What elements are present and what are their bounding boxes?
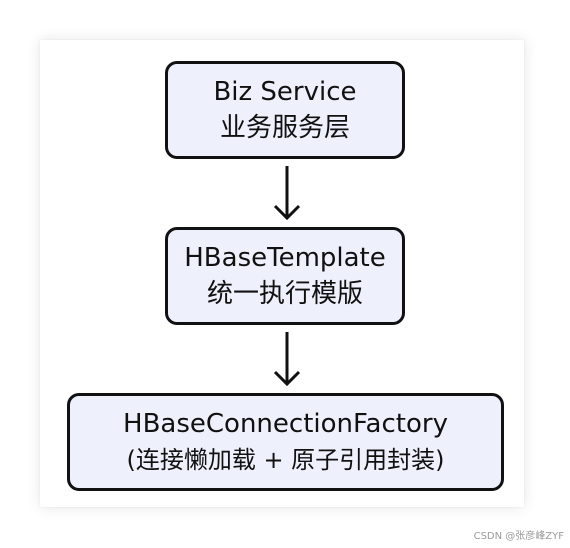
hbase-template-subtitle: 统一执行模版 xyxy=(206,279,363,309)
arrow-down-icon xyxy=(273,166,301,221)
biz-service-subtitle: 业务服务层 xyxy=(219,113,350,143)
hbase-connection-factory-title: HBaseConnectionFactory xyxy=(123,409,448,439)
hbase-template-node: HBaseTemplate 统一执行模版 xyxy=(165,227,405,325)
watermark: CSDN @张彦峰ZYF xyxy=(473,531,564,542)
arrow-down-icon xyxy=(273,332,301,387)
biz-service-title: Biz Service xyxy=(213,77,357,107)
hbase-template-title: HBaseTemplate xyxy=(184,243,386,273)
hbase-connection-factory-node: HBaseConnectionFactory (连接懒加载 + 原子引用封装) xyxy=(67,393,504,491)
biz-service-node: Biz Service 业务服务层 xyxy=(165,61,405,159)
hbase-connection-factory-subtitle: (连接懒加载 + 原子引用封装) xyxy=(126,446,445,474)
